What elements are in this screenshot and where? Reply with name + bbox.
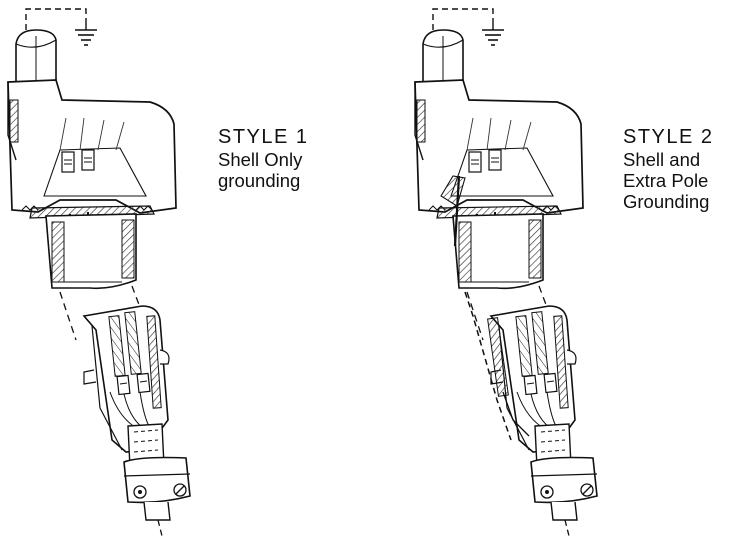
connector-drawing-style-2: [414, 8, 598, 536]
style-2-line-2: Extra Pole: [623, 170, 709, 192]
style-2-title: STYLE 2: [623, 126, 714, 148]
style-2-line-3: Grounding: [623, 190, 710, 212]
style-1-caption: STYLE 1 Shell Only grounding: [218, 126, 309, 192]
style-2-line-1: Shell and: [623, 149, 701, 171]
style-1-title: STYLE 1: [218, 126, 309, 148]
style-2-caption: STYLE 2 Shell and Extra Pole Grounding: [623, 126, 714, 213]
style-1-line-2: grounding: [218, 170, 301, 192]
connector-drawing-style-1: [7, 8, 191, 536]
style-1-line-1: Shell Only: [218, 149, 303, 171]
